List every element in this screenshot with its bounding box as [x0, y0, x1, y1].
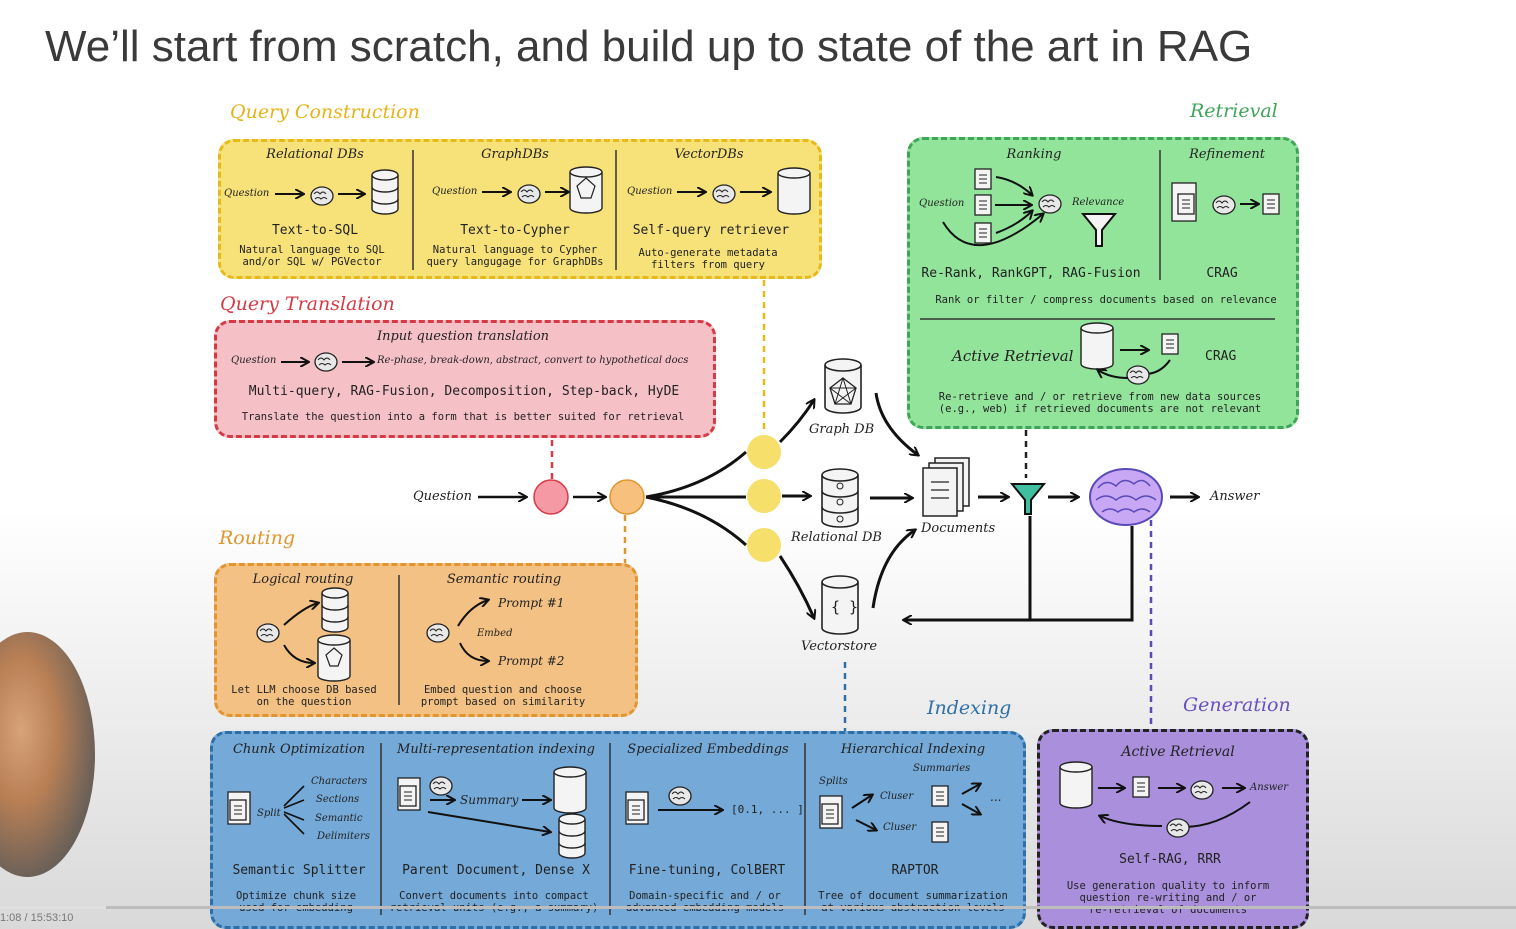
embedding-vector: [0.1, ... ]: [731, 803, 804, 816]
vectorstore-braces-icon: { }: [831, 598, 859, 616]
translation-flow-text: Re-phase, break-down, abstract, convert …: [377, 355, 689, 366]
generation-method: Self-RAG, RRR: [1119, 852, 1221, 867]
query-translation-label: Query Translation: [220, 293, 395, 315]
chunk-item-delimiters: Delimiters: [317, 831, 370, 842]
graph-desc: Natural language to Cypher query languga…: [426, 244, 604, 268]
vector-question-label: Question: [627, 186, 673, 197]
translation-methods: Multi-query, RAG-Fusion, Decomposition, …: [248, 384, 680, 399]
translation-question-label: Question: [231, 355, 277, 366]
relational-desc: Natural language to SQL and/or SQL w/ PG…: [239, 244, 385, 268]
chunk-item-semantic: Semantic: [315, 813, 363, 824]
chunk-method: Semantic Splitter: [232, 863, 366, 878]
multi-rep-method: Parent Document, Dense X: [402, 863, 590, 878]
chunk-heading: Chunk Optimization: [232, 742, 366, 757]
chunk-desc: Optimize chunk size used for embedding: [235, 890, 357, 914]
active-retrieval-heading: Active Retrieval: [952, 347, 1074, 365]
multi-rep-heading: Multi-representation indexing: [397, 742, 595, 757]
vectorstore-label: Vectorstore: [801, 639, 878, 654]
refinement-method: CRAG: [1206, 266, 1238, 281]
generation-desc: Use generation quality to inform questio…: [1066, 880, 1270, 916]
split-label: Split: [257, 808, 281, 819]
retrieval-label: Retrieval: [1190, 100, 1278, 122]
retrieval-box: [907, 137, 1299, 429]
chunk-item-sections: Sections: [316, 794, 360, 805]
active-retrieval-desc: Re-retrieve and / or retrieve from new d…: [938, 391, 1262, 415]
video-timecode: 1:08 / 15:53:10: [0, 912, 74, 924]
graph-db-label: Graph DB: [809, 422, 875, 437]
semantic-routing-desc: Embed question and choose prompt based o…: [420, 684, 586, 708]
logical-routing-desc: Let LLM choose DB based on the question: [231, 684, 377, 708]
graphdbs-heading: GraphDBs: [481, 147, 549, 162]
self-query-method: Self-query retriever: [632, 223, 790, 238]
routing-label: Routing: [219, 527, 296, 549]
prompt-1-label: Prompt #1: [498, 596, 565, 610]
routing-box: [214, 563, 638, 717]
text-to-sql-method: Text-to-SQL: [271, 223, 359, 238]
semantic-routing-heading: Semantic routing: [446, 572, 562, 587]
vector-desc: Auto-generate metadata filters from quer…: [638, 247, 778, 271]
generation-label: Generation: [1183, 694, 1291, 716]
specialized-method: Fine-tuning, ColBERT: [628, 863, 786, 878]
active-retrieval-method: CRAG: [1205, 349, 1237, 364]
cluster-1-label: Cluser: [880, 791, 914, 802]
raptor-method: RAPTOR: [891, 863, 939, 878]
splits-label: Splits: [819, 776, 848, 787]
indexing-box: [210, 731, 1026, 929]
ellipsis-label: ...: [990, 790, 1002, 804]
summaries-label: Summaries: [913, 763, 971, 774]
indexing-label: Indexing: [927, 697, 1012, 719]
translation-desc: Translate the question into a form that …: [241, 411, 685, 423]
vectordbs-heading: VectorDBs: [674, 147, 744, 162]
relational-db-label: Relational DB: [791, 530, 882, 545]
question-label: Question: [413, 489, 472, 504]
query-construction-label: Query Construction: [230, 101, 420, 123]
query-translation-box: [214, 320, 716, 438]
chunk-item-characters: Characters: [311, 776, 368, 787]
summary-label: Summary: [460, 793, 519, 807]
relational-question-label: Question: [224, 188, 270, 199]
cluster-2-label: Cluser: [883, 822, 917, 833]
retrieval-desc: Rank or filter / compress documents base…: [935, 294, 1277, 306]
ranking-methods: Re-Rank, RankGPT, RAG-Fusion: [921, 266, 1141, 281]
text-to-cypher-method: Text-to-Cypher: [460, 223, 570, 238]
relevance-label: Relevance: [1072, 197, 1125, 208]
video-progress-fill: [0, 906, 107, 909]
prompt-2-label: Prompt #2: [498, 654, 565, 668]
specialized-heading: Specialized Embeddings: [627, 742, 789, 757]
documents-label: Documents: [921, 521, 996, 536]
specialized-desc: Domain-specific and / or advanced embedd…: [626, 890, 784, 914]
ranking-heading: Ranking: [1006, 147, 1062, 162]
translation-heading: Input question translation: [376, 329, 550, 344]
query-construction-box: [218, 139, 822, 279]
answer-label: Answer: [1210, 489, 1260, 504]
multi-rep-desc: Convert documents into compact retrieval…: [390, 890, 599, 914]
embed-label: Embed: [477, 628, 513, 639]
hierarchical-heading: Hierarchical Indexing: [840, 742, 986, 757]
relational-dbs-heading: Relational DBs: [266, 147, 364, 162]
video-progress-bar[interactable]: [0, 906, 1516, 909]
generation-answer-label: Answer: [1250, 782, 1289, 793]
logical-routing-heading: Logical routing: [252, 572, 354, 587]
slide-title: We’ll start from scratch, and build up t…: [45, 22, 1253, 71]
graph-question-label: Question: [432, 186, 478, 197]
refinement-heading: Refinement: [1189, 147, 1265, 162]
generation-heading: Active Retrieval: [1121, 744, 1235, 760]
ranking-question-label: Question: [919, 198, 965, 209]
hierarchical-desc: Tree of document summarization at variou…: [818, 890, 1008, 914]
